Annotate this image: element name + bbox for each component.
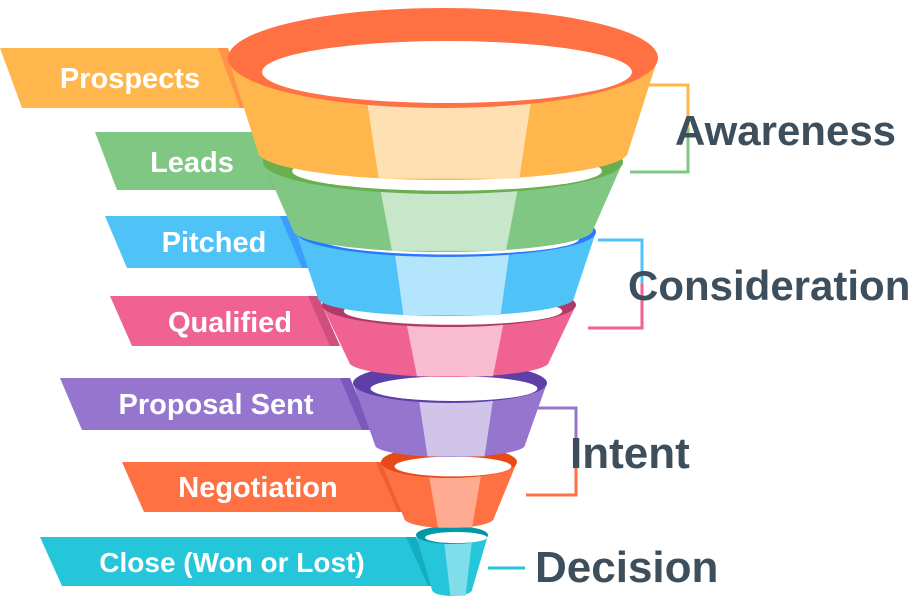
stage-label-1: Prospects	[60, 63, 200, 95]
funnel-band-highlight	[406, 324, 504, 377]
group-label-3: Intent	[570, 429, 690, 478]
stage-ribbon-7	[40, 537, 438, 586]
group-bracket-top	[598, 238, 644, 284]
funnel-band-opening	[394, 456, 512, 477]
stage-ribbon-1	[0, 48, 250, 108]
stage-ribbon-3	[105, 216, 312, 268]
funnel-band-opening	[370, 376, 538, 401]
funnel-band-highlight	[395, 254, 509, 316]
group-bracket-bottom	[588, 284, 644, 330]
group-3: Intent	[526, 406, 690, 497]
stage-ribbon-2	[95, 132, 284, 190]
group-label-2: Consideration	[628, 262, 910, 309]
stage-ribbon-5	[60, 378, 372, 430]
funnel-band-7	[416, 526, 488, 596]
stage-ribbon-fold-5	[340, 378, 372, 430]
funnel-band-highlight	[419, 401, 493, 457]
group-bracket-top	[640, 83, 690, 129]
stage-ribbon-4	[110, 296, 340, 346]
funnel-band-highlight	[380, 190, 518, 251]
group-2: Consideration	[588, 238, 910, 330]
funnel-band-5	[353, 363, 547, 457]
group-bracket-bottom	[526, 451, 578, 497]
group-4: Decision	[488, 543, 718, 592]
stage-label-4: Qualified	[168, 307, 292, 339]
stage-label-7: Close (Won or Lost)	[99, 547, 364, 578]
stage-ribbon-6	[122, 462, 408, 512]
funnel-band-opening	[262, 41, 632, 103]
stage-label-5: Proposal Sent	[119, 389, 314, 421]
funnel-band-highlight	[367, 103, 531, 179]
stage-ribbon-fold-4	[308, 296, 340, 346]
group-label-4: Decision	[535, 543, 718, 592]
group-bracket-bottom	[630, 128, 690, 174]
funnel-band-highlight	[444, 543, 472, 596]
funnel-band-6	[381, 446, 517, 528]
funnel-band-highlight	[429, 476, 481, 528]
funnel-band-1	[228, 8, 658, 180]
group-label-1: Awareness	[675, 107, 896, 154]
funnel-band-opening	[425, 531, 487, 544]
stage-label-3: Pitched	[162, 227, 267, 259]
group-1: Awareness	[630, 83, 896, 174]
stage-label-2: Leads	[150, 147, 234, 179]
stage-label-6: Negotiation	[178, 472, 338, 504]
group-bracket-top	[536, 406, 578, 452]
